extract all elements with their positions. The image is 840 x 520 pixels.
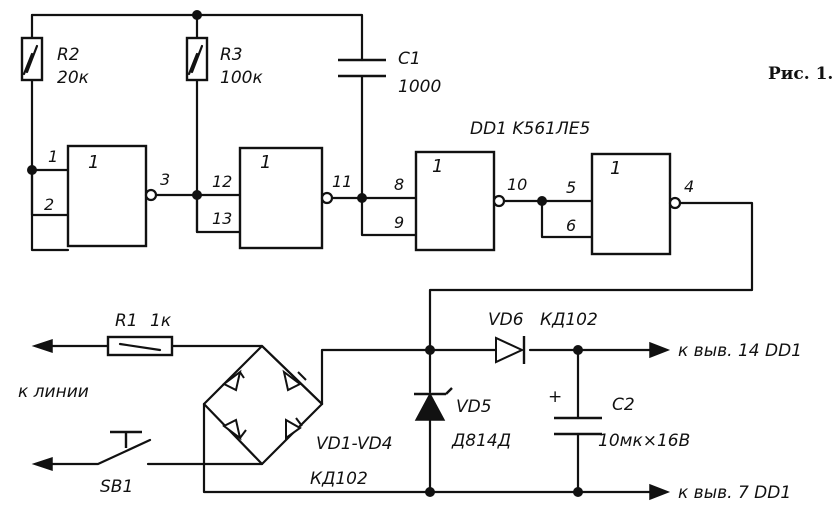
- gate-2-symbol: 1: [260, 152, 271, 173]
- gate-3-pin-a: 8: [394, 175, 404, 194]
- gate-2-pin-out: 11: [332, 172, 352, 191]
- line-label: к линии: [18, 382, 89, 402]
- pin7-label: к выв. 7 DD1: [678, 483, 791, 503]
- gate-2-pin-b: 13: [212, 209, 232, 228]
- gate-1-pin-out: 3: [160, 170, 170, 189]
- c2-name: C2: [612, 395, 635, 415]
- r2-value: 20к: [57, 68, 90, 88]
- bridge-name: VD1-VD4: [316, 434, 393, 454]
- gate-2-pin-a: 12: [212, 172, 232, 191]
- capacitor-c2: + C2 10мк×16В: [548, 348, 690, 494]
- vd6-type: КД102: [540, 310, 598, 330]
- figure-caption: Рис. 1.: [768, 64, 833, 84]
- r3-name: R3: [220, 45, 243, 65]
- c1-name: C1: [398, 49, 421, 69]
- c2-value: 10мк×16В: [598, 431, 690, 451]
- c2-polarity: +: [548, 387, 562, 407]
- c1-value: 1000: [398, 77, 441, 97]
- gate-1-symbol: 1: [88, 152, 99, 173]
- gate-4: 1 5 6 4: [566, 152, 694, 256]
- gate-3-symbol: 1: [432, 156, 443, 177]
- zener-vd5: VD5 Д814Д: [414, 348, 511, 494]
- switch-sb1: SB1: [31, 430, 264, 497]
- gate-1-pin-a: 1: [48, 147, 58, 166]
- gate-1-pin-b: 2: [44, 195, 54, 214]
- sb1-name: SB1: [100, 477, 133, 497]
- resistor-r3: R3 100к: [185, 36, 263, 88]
- vd5-type: Д814Д: [451, 431, 511, 451]
- vd6-name: VD6: [488, 310, 524, 330]
- capacitor-c1: C1 1000: [338, 49, 441, 97]
- bridge-type: КД102: [310, 469, 368, 489]
- chip-label: DD1 K561ЛЕ5: [470, 119, 590, 139]
- gate-3-pin-b: 9: [394, 213, 404, 232]
- resistor-r2: R2 20к: [20, 36, 90, 88]
- gate-4-pin-b: 6: [566, 216, 576, 235]
- gate-2: 1 12 13 11: [212, 146, 352, 250]
- pin14-label: к выв. 14 DD1: [678, 341, 802, 361]
- vd5-name: VD5: [456, 397, 492, 417]
- gate-3-pin-out: 10: [507, 175, 527, 194]
- r3-value: 100к: [220, 68, 263, 88]
- r1-value: 1к: [150, 311, 172, 331]
- gate-3: 1 8 9 10: [394, 150, 527, 252]
- gate-1: 1 1 2 3: [27, 144, 170, 248]
- gate-4-pin-out: 4: [684, 177, 694, 196]
- gate-4-pin-a: 5: [566, 178, 576, 197]
- diode-vd6: VD6 КД102: [488, 310, 598, 364]
- r1-name: R1: [115, 311, 138, 331]
- diode-bridge: VD1-VD4 КД102: [202, 344, 393, 489]
- r2-name: R2: [57, 45, 80, 65]
- gate-4-symbol: 1: [610, 158, 621, 179]
